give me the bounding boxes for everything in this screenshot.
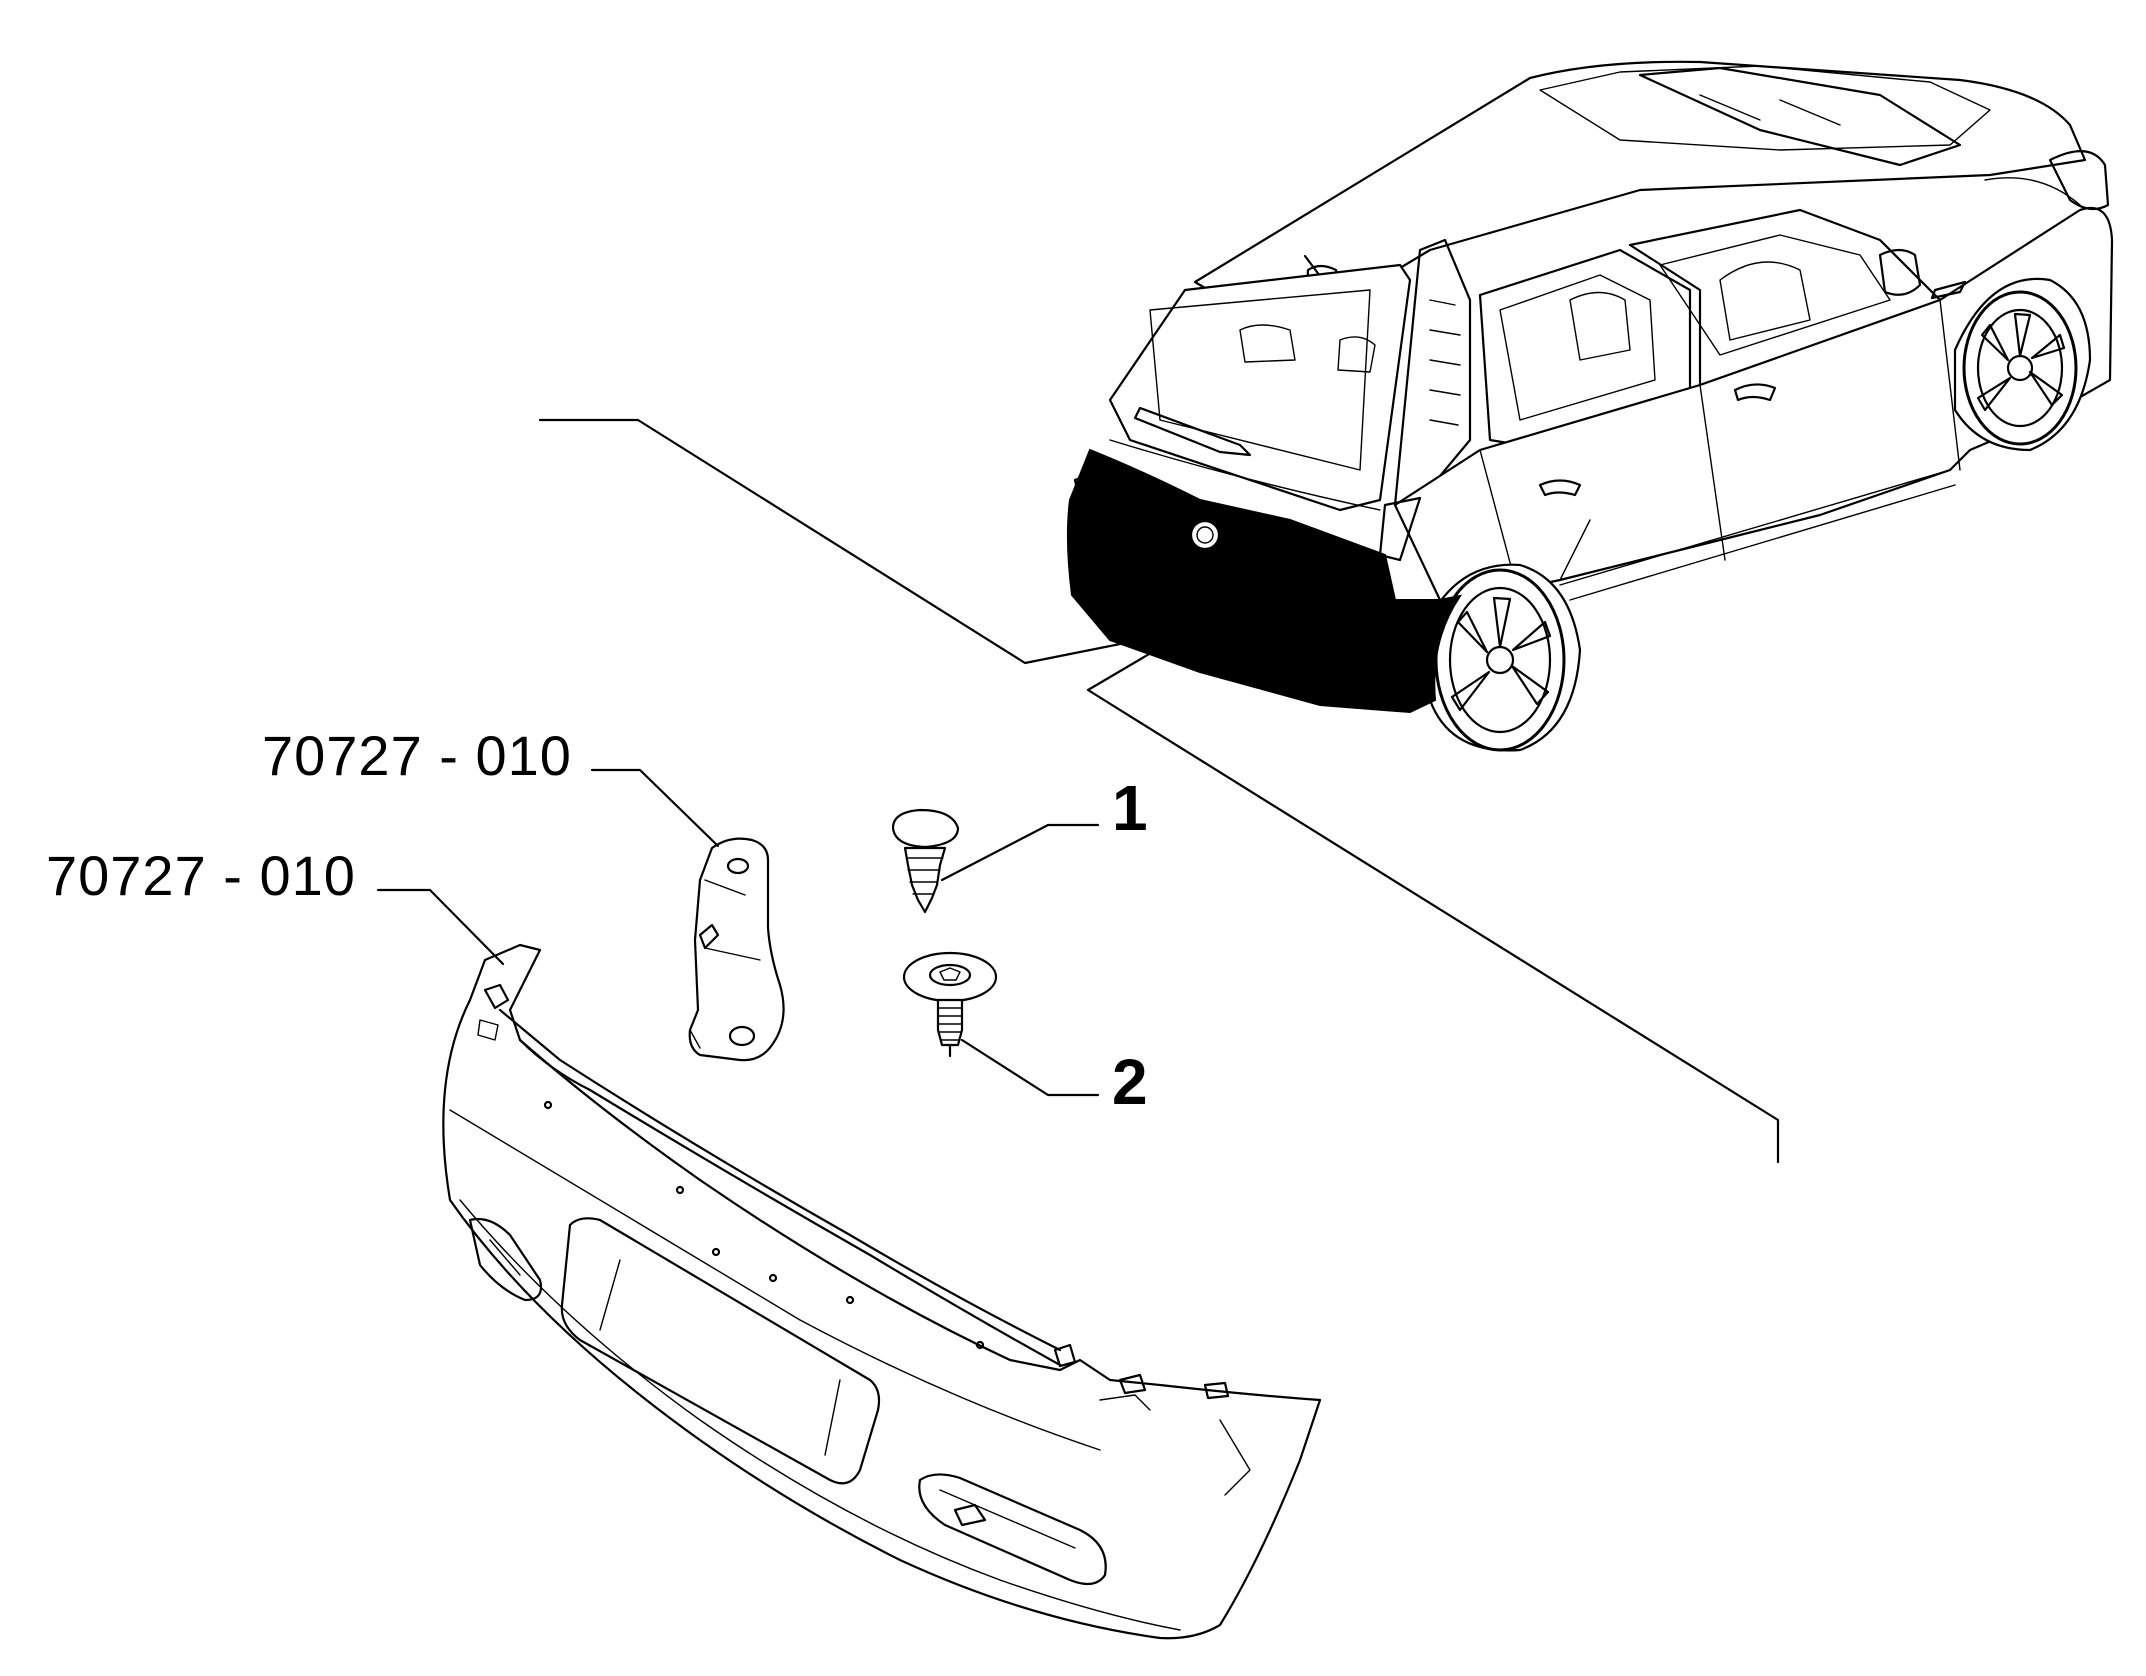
callout-position-1: 1 [1112,772,1148,844]
front-wheel [1953,277,2092,452]
fastener-bolt-part [902,951,998,1058]
car-illustration [1066,60,2114,752]
callout-ref-bracket: 70727 - 010 [262,724,572,787]
rear-bumper-part [442,943,1322,1640]
rear-bumper-highlight [1066,448,1463,714]
callout-ref-bumper: 70727 - 010 [46,844,356,907]
callout-position-2: 2 [1112,1046,1148,1118]
bumper-bracket-part [688,837,785,1062]
fastener-clip-part [891,808,960,914]
callout-leaders [376,768,1100,1097]
leader-lines [538,418,1780,1164]
